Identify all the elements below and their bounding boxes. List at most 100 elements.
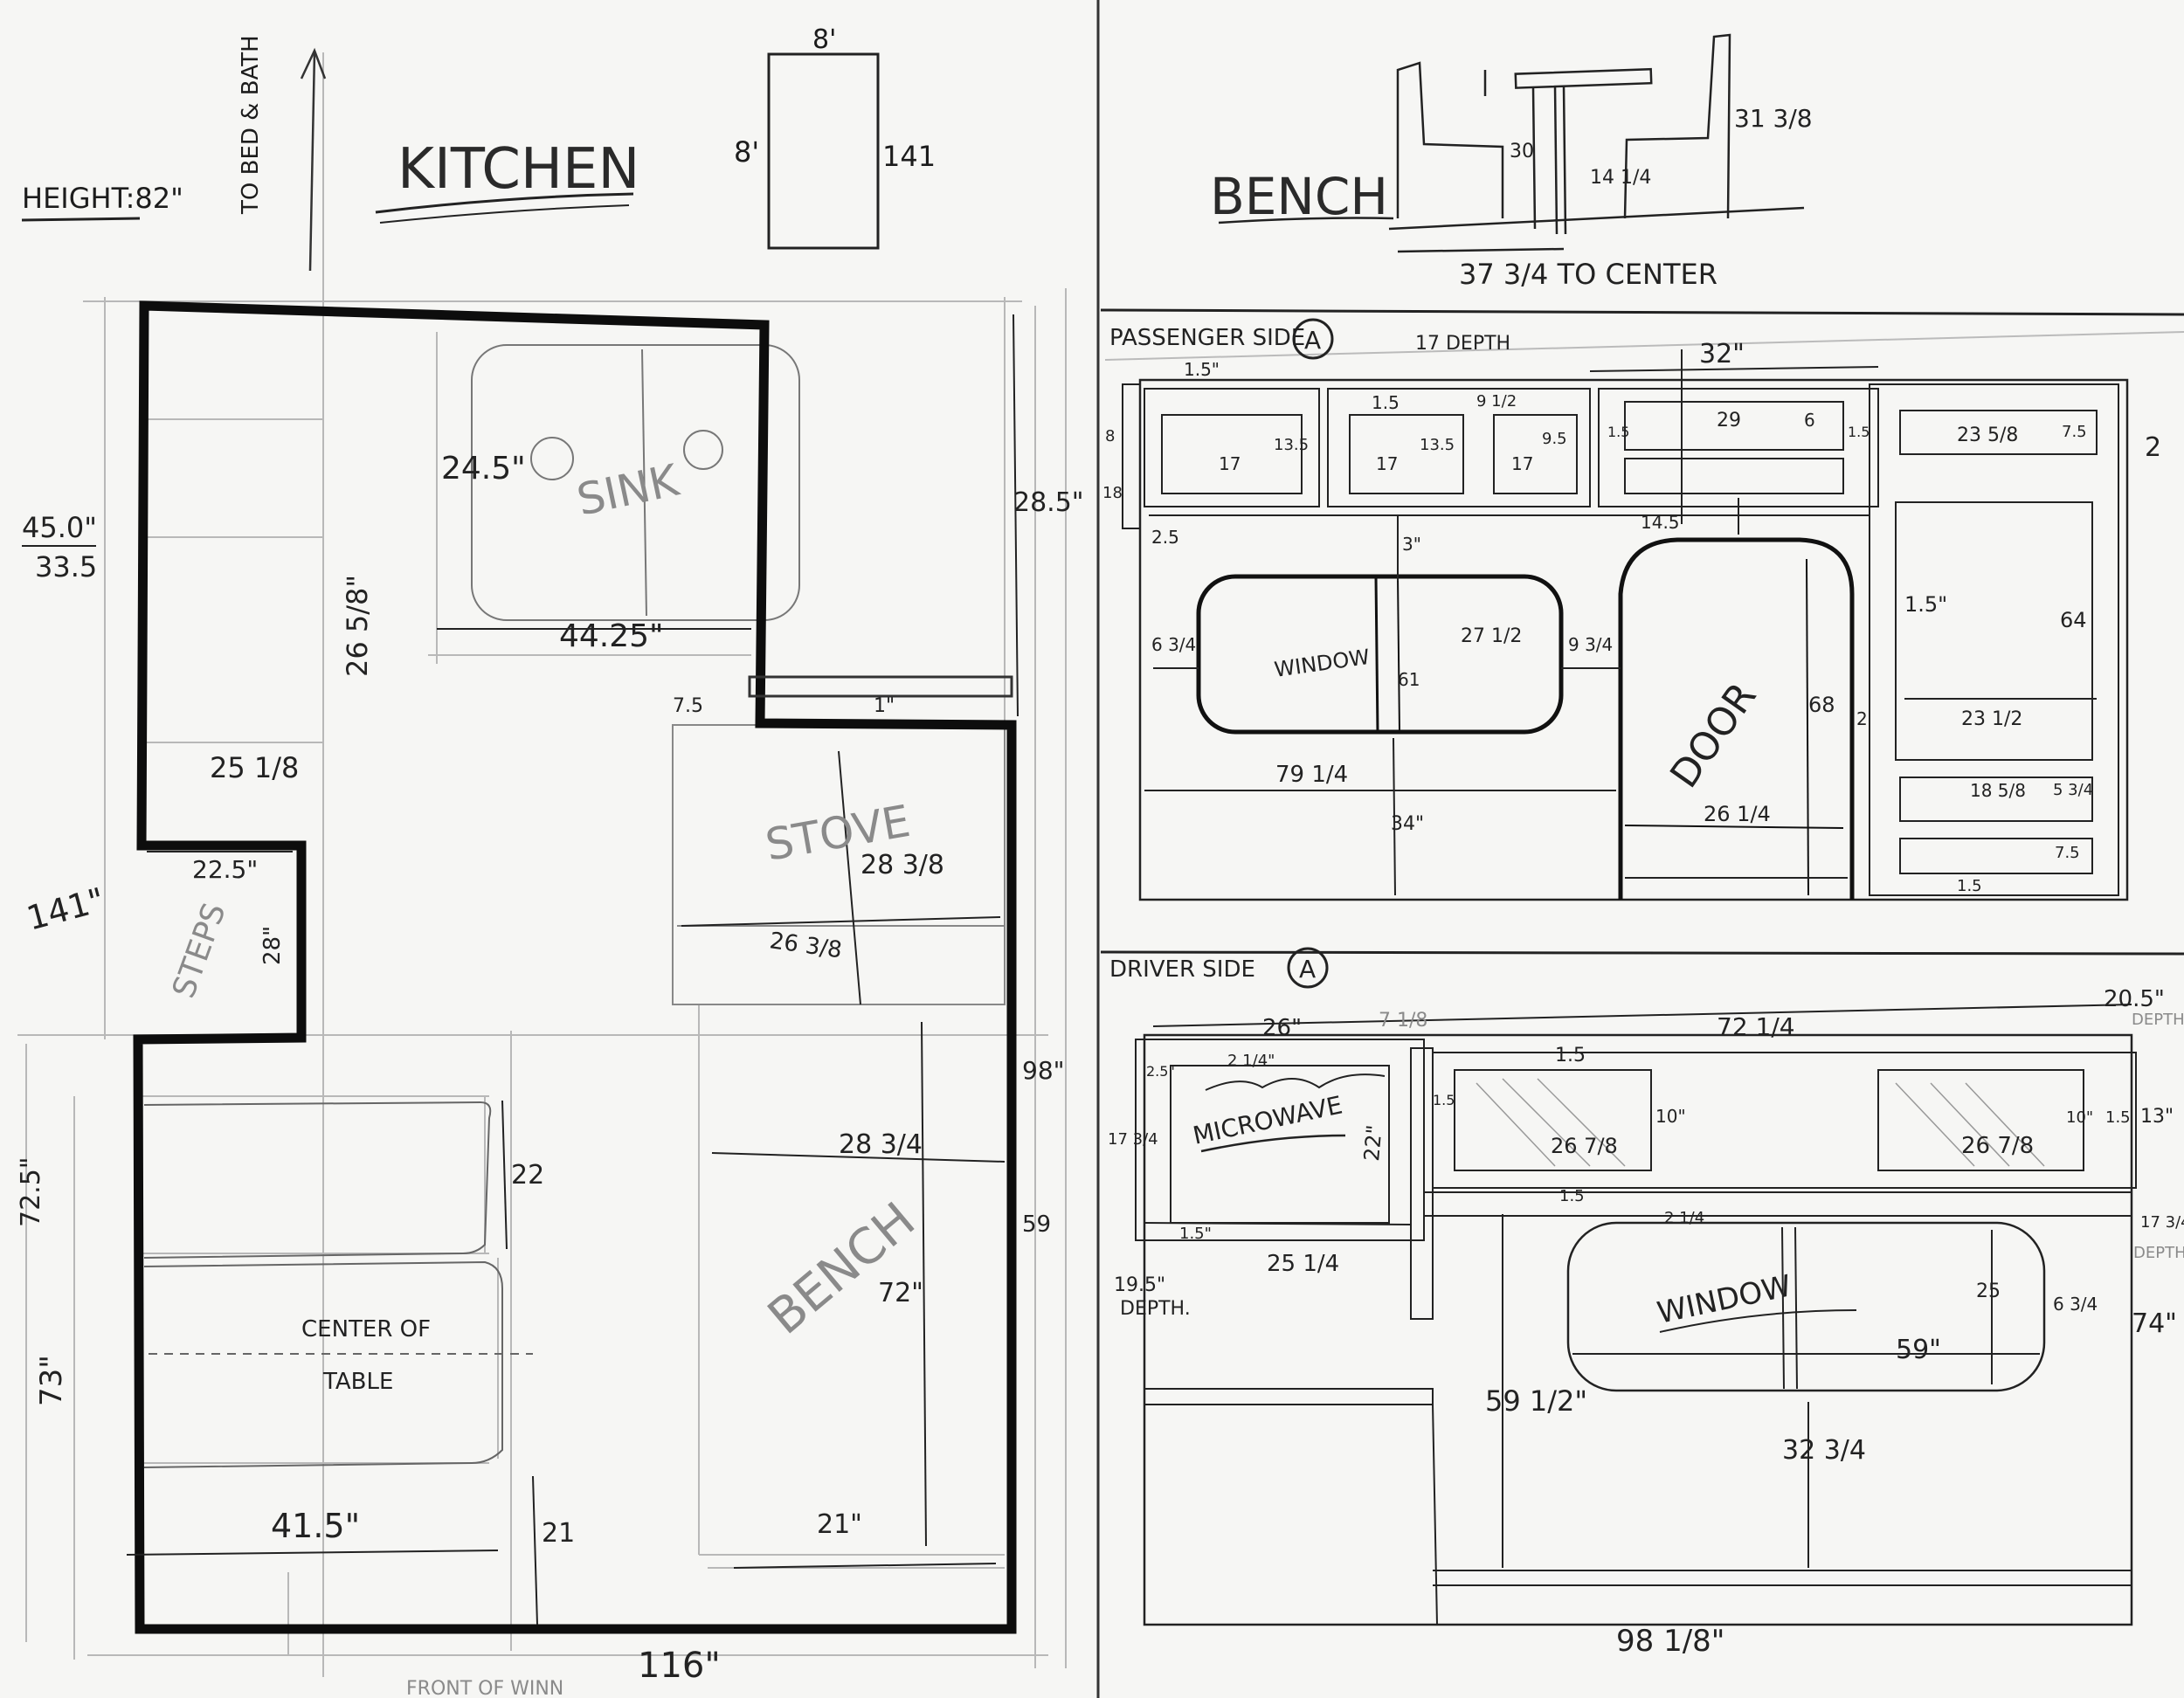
dwin-depth: DEPTH bbox=[2133, 1244, 2184, 1262]
driver-badge-circle bbox=[1287, 947, 1329, 989]
kitchen-underline bbox=[375, 192, 634, 214]
sink-outline bbox=[471, 344, 800, 621]
pcab-1-5b: 1.5 bbox=[1372, 392, 1400, 413]
door-68: 68 bbox=[1808, 693, 1835, 717]
passenger-elevation bbox=[1100, 308, 2184, 901]
driver-depth-19w: DEPTH. bbox=[1120, 1298, 1191, 1320]
upper-10b: 10" bbox=[2066, 1108, 2093, 1127]
gap-75: 7.5 bbox=[673, 695, 703, 717]
height-underline bbox=[21, 217, 141, 222]
table-seats bbox=[143, 1101, 533, 1468]
dfloor-59: 59 1/2" bbox=[1485, 1384, 1587, 1418]
driver-top-72: 72 1/4 bbox=[1717, 1012, 1795, 1041]
sink-depth: 24.5" bbox=[441, 451, 526, 487]
table-label-1: CENTER OF bbox=[301, 1316, 431, 1343]
stove-width: 26 3/8 bbox=[768, 928, 844, 963]
driver-title: DRIVER SIDE bbox=[1109, 956, 1255, 983]
micro-17: 17 3/4 bbox=[1108, 1130, 1158, 1149]
pcab-95: 9.5 bbox=[1542, 430, 1567, 448]
passenger-title: PASSENGER SIDE bbox=[1109, 325, 1305, 351]
pwin-27: 27 1/2 bbox=[1461, 625, 1522, 647]
fridge-depth: 141 bbox=[882, 140, 936, 173]
door-15: 1.5" bbox=[1904, 592, 1947, 617]
pcab-1-5a: 1.5" bbox=[1184, 359, 1220, 380]
driver-badge: A bbox=[1299, 955, 1316, 984]
left-73: 73" bbox=[34, 1355, 69, 1406]
upper-26a: 26 7/8 bbox=[1551, 1134, 1618, 1158]
pcab-8: 8 bbox=[1105, 427, 1115, 445]
pcab-135b: 13.5 bbox=[1420, 436, 1455, 454]
left-725: 72.5" bbox=[16, 1156, 46, 1227]
tall-64: 64 bbox=[2060, 608, 2087, 632]
driver-depth-19: 19.5" bbox=[1114, 1274, 1165, 1296]
pcab-29: 29 bbox=[1717, 410, 1741, 431]
pcab-135a: 13.5 bbox=[1274, 436, 1309, 454]
upper-26b: 26 7/8 bbox=[1961, 1133, 2034, 1159]
dwin-59: 59" bbox=[1896, 1335, 1941, 1365]
door-26: 26 1/4 bbox=[1704, 802, 1771, 826]
bench-h31: 31 3/8 bbox=[1734, 104, 1813, 133]
plan-dimension-lines bbox=[126, 314, 1019, 1626]
fridge-width: 8' bbox=[812, 24, 836, 55]
passenger-badge-circle bbox=[1292, 318, 1334, 360]
cabinet-hatching bbox=[1476, 1078, 2045, 1167]
drawer-15: 1.5 bbox=[1957, 877, 1982, 895]
driver-elevation bbox=[1100, 950, 2184, 1626]
pcab-3: 3" bbox=[1402, 534, 1421, 555]
to-bed-bath-label: TO BED & BATH bbox=[238, 35, 264, 215]
dfloor-32: 32 3/4 bbox=[1782, 1435, 1866, 1466]
upper-15d: 1.5 bbox=[2105, 1108, 2131, 1127]
pfloor-34: 34" bbox=[1391, 813, 1424, 835]
fridge-box bbox=[767, 52, 880, 250]
pright-23: 23 5/8 bbox=[1957, 424, 2018, 446]
driver-top-26: 26" bbox=[1262, 1015, 1302, 1041]
side-98: 98" bbox=[1022, 1056, 1065, 1085]
pcab-95b: 9 1/2 bbox=[1476, 392, 1517, 411]
counter-bottom-33: 33.5 bbox=[35, 550, 97, 583]
upper-10a: 10" bbox=[1655, 1106, 1686, 1127]
counter-top-45: 45.0" bbox=[22, 511, 97, 544]
door-2: 2 bbox=[1856, 708, 1868, 729]
up-arrow-icon bbox=[308, 52, 316, 272]
pcab-15c: 1.5 bbox=[1607, 424, 1629, 440]
dim-141: 141" bbox=[23, 880, 108, 938]
floorplan-wall bbox=[133, 300, 1017, 1634]
pcab-18: 18 bbox=[1102, 484, 1123, 502]
table-label-2: TABLE bbox=[322, 1369, 393, 1395]
micro-15: 1.5" bbox=[1179, 1225, 1212, 1243]
drawer-18: 18 5/8 bbox=[1970, 780, 2026, 801]
bench-h30: 30 bbox=[1510, 141, 1534, 162]
gap-1: 1" bbox=[874, 695, 895, 717]
bench-label: BENCH bbox=[757, 1191, 926, 1345]
micro-25-lower: 25 1/4 bbox=[1267, 1251, 1339, 1277]
bench-length: 72" bbox=[878, 1278, 923, 1308]
gap-ledge bbox=[748, 675, 1013, 698]
counter-depth: 26 5/8" bbox=[341, 575, 374, 677]
pfloor-79: 79 1/4 bbox=[1275, 762, 1348, 788]
drawer-75: 7.5 bbox=[2055, 844, 2080, 862]
sink-width: 44.25" bbox=[559, 618, 664, 654]
bench-profile bbox=[1388, 33, 1805, 253]
passenger-window-label: WINDOW bbox=[1273, 645, 1372, 682]
stove-depth: 28 3/8 bbox=[860, 850, 944, 880]
upper-2: 2 1/4 bbox=[1664, 1209, 1704, 1227]
front-label: FRONT OF WINN bbox=[406, 1678, 563, 1698]
pwin-9: 9 3/4 bbox=[1568, 634, 1613, 655]
driver-top-7: 7 1/8 bbox=[1379, 1010, 1427, 1032]
passenger-depth: 17 DEPTH bbox=[1415, 333, 1510, 355]
drawer-5: 5 3/4 bbox=[2053, 781, 2093, 799]
pright-2: 2 bbox=[2145, 432, 2161, 463]
driver-depth-20: 20.5" bbox=[2104, 986, 2165, 1012]
pwin-61: 61 bbox=[1398, 669, 1420, 690]
bottom-total: 116" bbox=[638, 1646, 721, 1686]
dwin-74: 74" bbox=[2132, 1308, 2177, 1339]
steps-label: STEPS bbox=[166, 899, 233, 1003]
tall-23: 23 1/2 bbox=[1961, 708, 2022, 730]
micro-25b: 2 1/4" bbox=[1227, 1052, 1275, 1070]
passenger-top-32: 32" bbox=[1699, 339, 1745, 369]
upper-13: 13" bbox=[2140, 1106, 2174, 1128]
bench-width: 28 3/4 bbox=[839, 1129, 923, 1160]
sink-label: SINK bbox=[572, 454, 683, 525]
